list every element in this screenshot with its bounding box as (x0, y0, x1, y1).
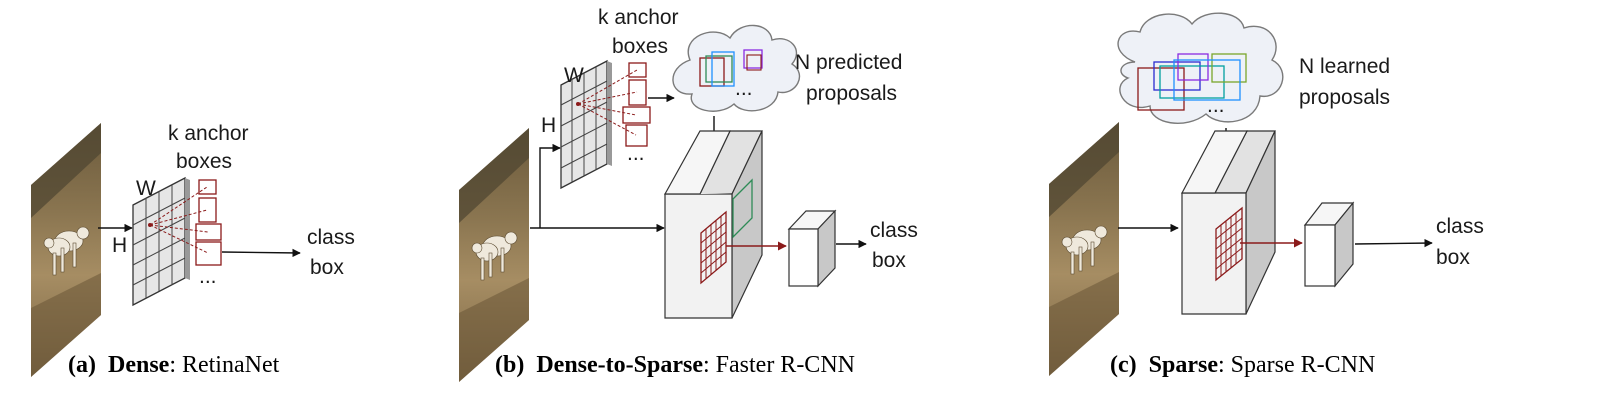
cloud-icon (1117, 12, 1284, 124)
output-class-label: class (307, 226, 355, 249)
proposals-label-line2: proposals (806, 82, 897, 105)
anchor-boxes (195, 179, 222, 266)
caption-a: (a) Dense: RetinaNet (68, 352, 280, 378)
anchors-label-line1: k anchor (168, 122, 249, 145)
head-cube (787, 209, 837, 288)
output-box-label: box (872, 249, 906, 272)
height-label: H (112, 234, 127, 257)
height-label: H (541, 114, 556, 137)
output-class-label: class (870, 219, 918, 242)
roi-cube (1181, 130, 1276, 315)
proposals-label-line1: N learned (1299, 55, 1390, 78)
width-label: W (564, 64, 584, 87)
output-box-label: box (1436, 246, 1470, 269)
goat-photo (1048, 121, 1120, 377)
anchors-label-line2: boxes (612, 35, 668, 58)
cloud-ellipsis: ... (1207, 94, 1225, 117)
feature-grid (560, 59, 612, 190)
panel-a-dense: W H k anchor boxes ... class box (a) Den… (30, 122, 355, 378)
roi-grid (700, 210, 727, 285)
anchors-ellipsis: ... (627, 142, 645, 165)
roi-cube (663, 130, 763, 319)
cloud-ellipsis: ... (735, 77, 753, 100)
output-box-label: box (310, 256, 344, 279)
head-cube (1303, 201, 1355, 288)
anchors-label-line2: boxes (176, 150, 232, 173)
caption-b: (b) Dense-to-Sparse: Faster R-CNN (495, 352, 855, 378)
proposals-label-line2: proposals (1299, 86, 1390, 109)
roi-grid (1215, 206, 1243, 282)
output-class-label: class (1436, 215, 1484, 238)
cloud-icon (672, 24, 801, 112)
proposals-label-line1: N predicted (795, 51, 902, 74)
panel-b-dense-to-sparse: W H k anchor boxes ... ... N predict (458, 6, 918, 383)
goat-photo (458, 127, 530, 383)
width-label: W (136, 177, 156, 200)
caption-c: (c) Sparse: Sparse R-CNN (1110, 352, 1375, 378)
panel-c-sparse: ... N learned proposals (1048, 12, 1484, 378)
anchors-ellipsis: ... (199, 265, 217, 288)
anchors-label-line1: k anchor (598, 6, 679, 29)
goat-photo (30, 122, 102, 378)
anchor-boxes (622, 62, 651, 147)
